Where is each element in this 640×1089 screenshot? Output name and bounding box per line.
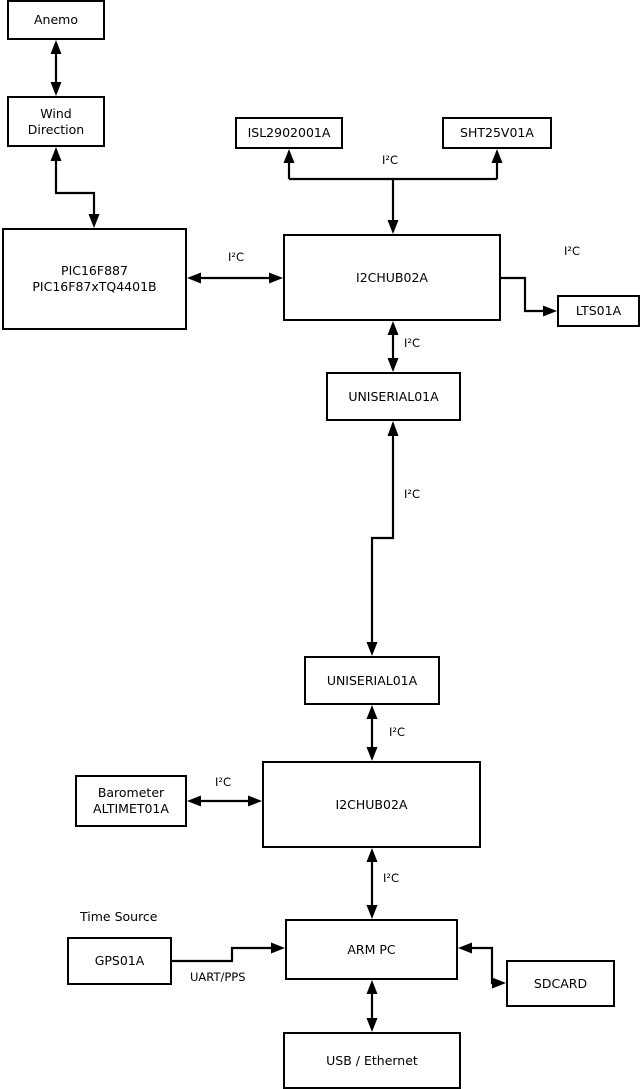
connector-uniserial-hub-bot: [366, 705, 378, 761]
connector-pic-wind: [50, 147, 100, 228]
connector-hub-bot-armpc: [366, 848, 378, 919]
node-barometer-altimet01a[interactable]: Barometer ALTIMET01A: [75, 775, 187, 827]
node-anemo[interactable]: Anemo: [7, 0, 105, 40]
node-pic-microcontroller[interactable]: PIC16F887 PIC16F87xTQ4401B: [2, 228, 187, 330]
edge-label-i2c-uniserial-hub: I²C: [389, 725, 406, 739]
edge-label-i2c-bus-top: I²C: [382, 153, 399, 167]
connector-gps-armpc: [172, 942, 285, 963]
node-uniserial01a-top[interactable]: UNISERIAL01A: [326, 372, 461, 421]
node-isl2902001a[interactable]: ISL2902001A: [235, 117, 343, 149]
node-i2chub02a-bottom[interactable]: I2CHUB02A: [262, 761, 481, 848]
node-sht25v01a[interactable]: SHT25V01A: [442, 117, 552, 149]
connector-uniserial-link: [366, 421, 399, 656]
connector-pic-hub-top: [187, 272, 283, 284]
node-sdcard[interactable]: SDCARD: [506, 960, 615, 1007]
edge-label-i2c-uniserial-link: I²C: [404, 487, 421, 501]
connector-hub-top-uniserial: [387, 321, 399, 372]
edge-label-i2c-baro-hub: I²C: [215, 775, 232, 789]
connector-barometer-hub-bot: [187, 795, 262, 807]
node-usb-ethernet[interactable]: USB / Ethernet: [283, 1032, 461, 1089]
edge-label-uart-pps: UART/PPS: [190, 970, 246, 984]
node-lts01a[interactable]: LTS01A: [557, 295, 640, 327]
edge-label-i2c-hub-uniserial: I²C: [404, 336, 421, 350]
node-gps01a[interactable]: GPS01A: [67, 937, 172, 985]
edge-label-i2c-hub-armpc: I²C: [383, 871, 400, 885]
node-uniserial01a-bottom[interactable]: UNISERIAL01A: [304, 656, 440, 705]
node-wind-direction[interactable]: Wind Direction: [7, 96, 105, 147]
node-i2chub02a-top[interactable]: I2CHUB02A: [283, 234, 501, 321]
label-time-source: Time Source: [80, 909, 158, 924]
connector-anemo-wind: [50, 40, 62, 96]
connector-armpc-usbeth: [366, 980, 378, 1032]
edge-label-i2c-hub-lts: I²C: [564, 244, 581, 258]
node-arm-pc[interactable]: ARM PC: [285, 919, 458, 980]
edge-label-i2c-pic-hub: I²C: [228, 250, 245, 264]
connector-armpc-sdcard: [458, 942, 506, 989]
